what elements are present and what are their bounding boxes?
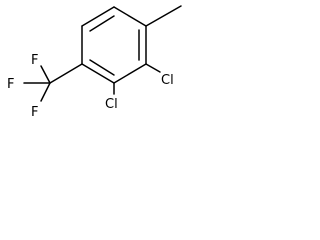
ring-bond-top	[113, 6, 147, 27]
fluorine-label-left: F	[7, 77, 14, 92]
ring-bond-bottom-right	[113, 63, 147, 84]
ring-bond-top-left	[81, 6, 115, 27]
ring-to-cf3-bond	[49, 63, 83, 84]
chlorine-bond-upper	[145, 63, 161, 73]
cf-bond-top	[40, 65, 51, 84]
cf-bond-bottom	[40, 82, 51, 102]
chlorine-label-upper: Cl	[161, 73, 174, 88]
chemical-structure-diagram: F F F Cl Cl	[7, 5, 182, 120]
fluorine-label-top: F	[31, 53, 38, 68]
ring-bond-bottom-left	[81, 63, 115, 84]
trifluoromethyl-group: F F F	[7, 53, 83, 120]
methyl-bond	[145, 5, 182, 27]
ring-double-bond-top-left	[89, 15, 115, 32]
fluorine-label-bottom: F	[31, 105, 38, 120]
ring-double-bond-bottom	[89, 59, 115, 76]
benzene-ring	[81, 6, 147, 84]
chlorine-label-lower: Cl	[105, 97, 118, 112]
